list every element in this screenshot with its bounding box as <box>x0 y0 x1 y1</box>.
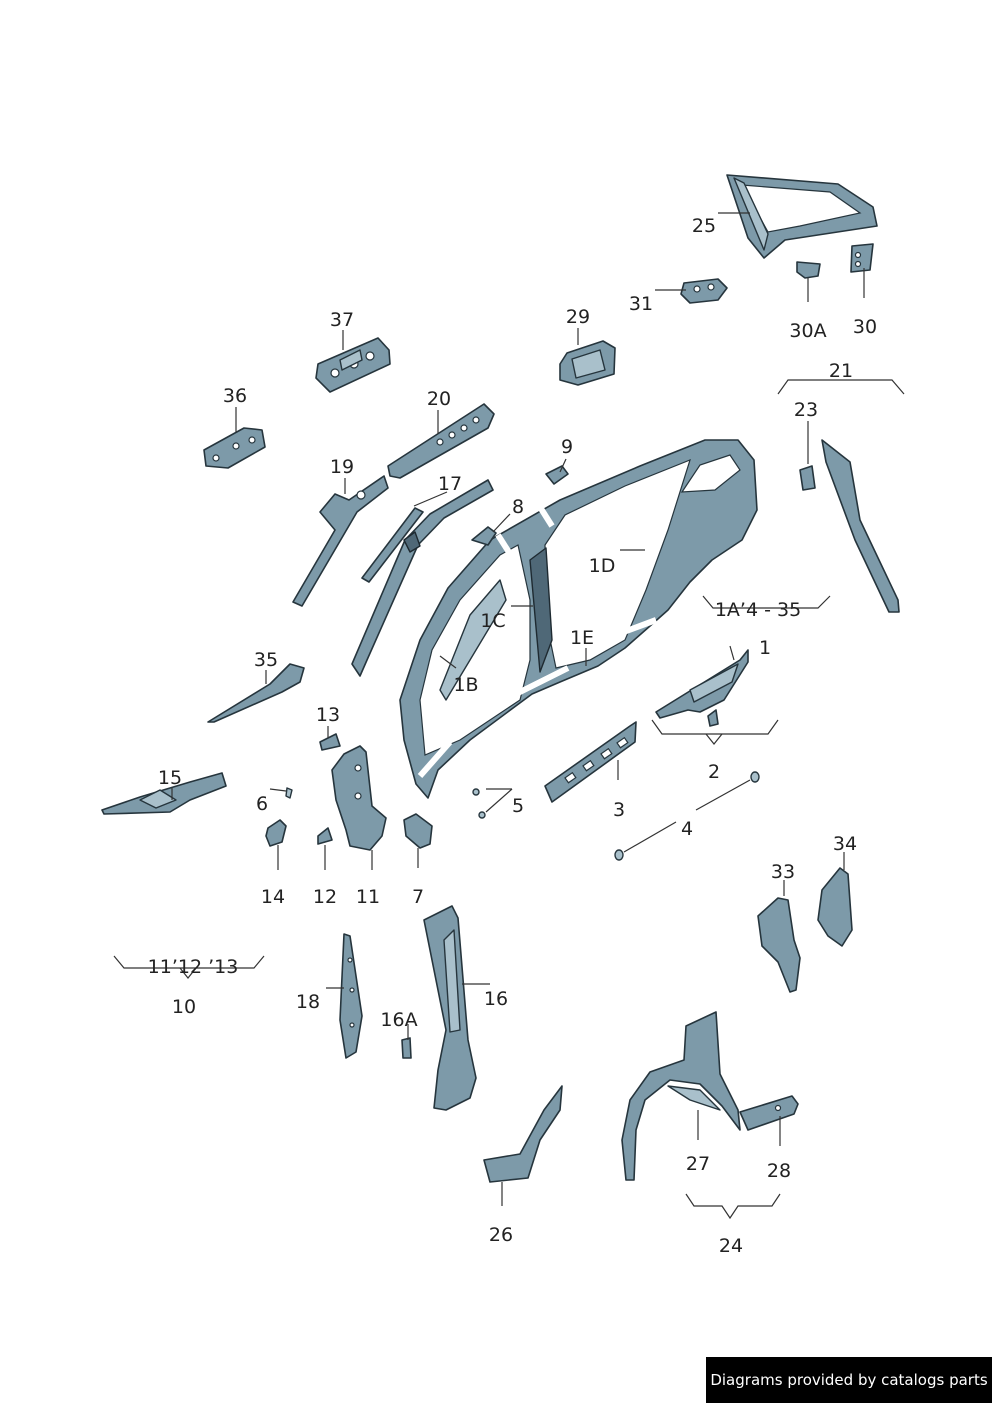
label-28: 28 <box>767 1160 791 1182</box>
part-6-clip[interactable] <box>285 787 293 799</box>
part-19-a-pillar-reinforcement[interactable] <box>292 475 389 607</box>
part-37-reinforcement[interactable] <box>315 337 391 393</box>
part-7-bracket[interactable] <box>403 813 433 849</box>
label-5: 5 <box>512 795 524 817</box>
part-21-rear-pillar-strip[interactable] <box>821 439 900 613</box>
label-21: 21 <box>829 360 853 382</box>
label-30: 30 <box>853 316 877 338</box>
part-13-bracket[interactable] <box>319 733 341 751</box>
label-1: 1 <box>759 637 771 659</box>
label-27: 27 <box>686 1153 710 1175</box>
leader-lines <box>113 212 905 1220</box>
part-33-bracket[interactable] <box>757 897 801 993</box>
label-24: 24 <box>719 1235 743 1257</box>
label-11: 11 <box>356 886 380 908</box>
label-19: 19 <box>330 456 354 478</box>
label-37: 37 <box>330 309 354 331</box>
attribution-text: Diagrams provided by catalogs parts <box>710 1371 988 1389</box>
label-1e: 1E <box>570 627 594 649</box>
label-34: 34 <box>833 833 857 855</box>
label-33: 33 <box>771 861 795 883</box>
part-1-side-panel[interactable] <box>399 439 758 799</box>
part-4-grommet[interactable] <box>614 771 760 861</box>
part-roof-rail-inner[interactable] <box>351 479 494 677</box>
part-18-reinforcement[interactable] <box>339 933 363 1059</box>
label-15: 15 <box>158 767 182 789</box>
part-28-bracket[interactable] <box>739 1095 799 1131</box>
callout-labels: 25 30A 30 31 29 21 37 36 20 23 9 19 17 8… <box>148 215 877 1257</box>
part-12-bracket[interactable] <box>317 827 333 845</box>
part-31-reinforcement[interactable] <box>680 278 728 304</box>
label-29: 29 <box>566 306 590 328</box>
part-9-bracket[interactable] <box>545 465 569 485</box>
label-1b: 1B <box>453 674 478 696</box>
label-17: 17 <box>438 473 462 495</box>
label-10-sub: 11’12 ’13 <box>148 956 239 978</box>
label-8: 8 <box>512 496 524 518</box>
label-1a-group: 1A’4 - 35 <box>715 599 801 621</box>
part-35-strip[interactable] <box>207 663 305 723</box>
label-12: 12 <box>313 886 337 908</box>
label-16: 16 <box>484 988 508 1010</box>
label-1c: 1C <box>480 610 505 632</box>
part-26-wheelhouse-piece[interactable] <box>483 1085 563 1183</box>
label-23: 23 <box>794 399 818 421</box>
label-16a: 16A <box>380 1009 417 1031</box>
label-13: 13 <box>316 704 340 726</box>
part-1-sill-reinforcement[interactable] <box>655 649 749 719</box>
label-31: 31 <box>629 293 653 315</box>
attribution-banner: Diagrams provided by catalogs parts <box>706 1357 992 1403</box>
label-26: 26 <box>489 1224 513 1246</box>
label-3: 3 <box>613 799 625 821</box>
label-30a: 30A <box>789 320 826 342</box>
label-10: 10 <box>172 996 196 1018</box>
label-35: 35 <box>254 649 278 671</box>
part-8-bracket[interactable] <box>471 526 497 546</box>
part-34-bracket[interactable] <box>817 867 853 947</box>
part-23-bracket[interactable] <box>799 465 816 491</box>
label-25: 25 <box>692 215 716 237</box>
part-14-bracket[interactable] <box>265 819 287 847</box>
label-9: 9 <box>561 436 573 458</box>
part-27-wheel-house[interactable] <box>621 1011 741 1181</box>
part-17-roof-frame[interactable] <box>361 507 424 583</box>
part-15-sill-front-piece[interactable] <box>101 772 227 815</box>
part-30a-bracket[interactable] <box>796 261 821 279</box>
part-16-b-pillar-inner[interactable] <box>423 905 477 1111</box>
part-36-bracket[interactable] <box>203 427 266 469</box>
part-11-b-pillar-lower[interactable] <box>331 745 387 851</box>
part-5-screw[interactable] <box>472 788 486 819</box>
label-7: 7 <box>412 886 424 908</box>
label-14: 14 <box>261 886 285 908</box>
part-16a-bracket[interactable] <box>401 1037 412 1059</box>
part-25-quarter-window-frame[interactable] <box>726 174 878 259</box>
part-30-bracket[interactable] <box>850 243 874 273</box>
label-2: 2 <box>708 761 720 783</box>
label-4: 4 <box>681 818 693 840</box>
part-20-roof-rail-reinforcement[interactable] <box>387 403 495 479</box>
label-1d: 1D <box>589 555 616 577</box>
part-29-fuel-filler-housing[interactable] <box>559 340 616 386</box>
part-2-bracket[interactable] <box>707 709 719 727</box>
label-18: 18 <box>296 991 320 1013</box>
part-3-sill-panel[interactable] <box>544 721 637 803</box>
label-36: 36 <box>223 385 247 407</box>
label-20: 20 <box>427 388 451 410</box>
label-6: 6 <box>256 793 268 815</box>
